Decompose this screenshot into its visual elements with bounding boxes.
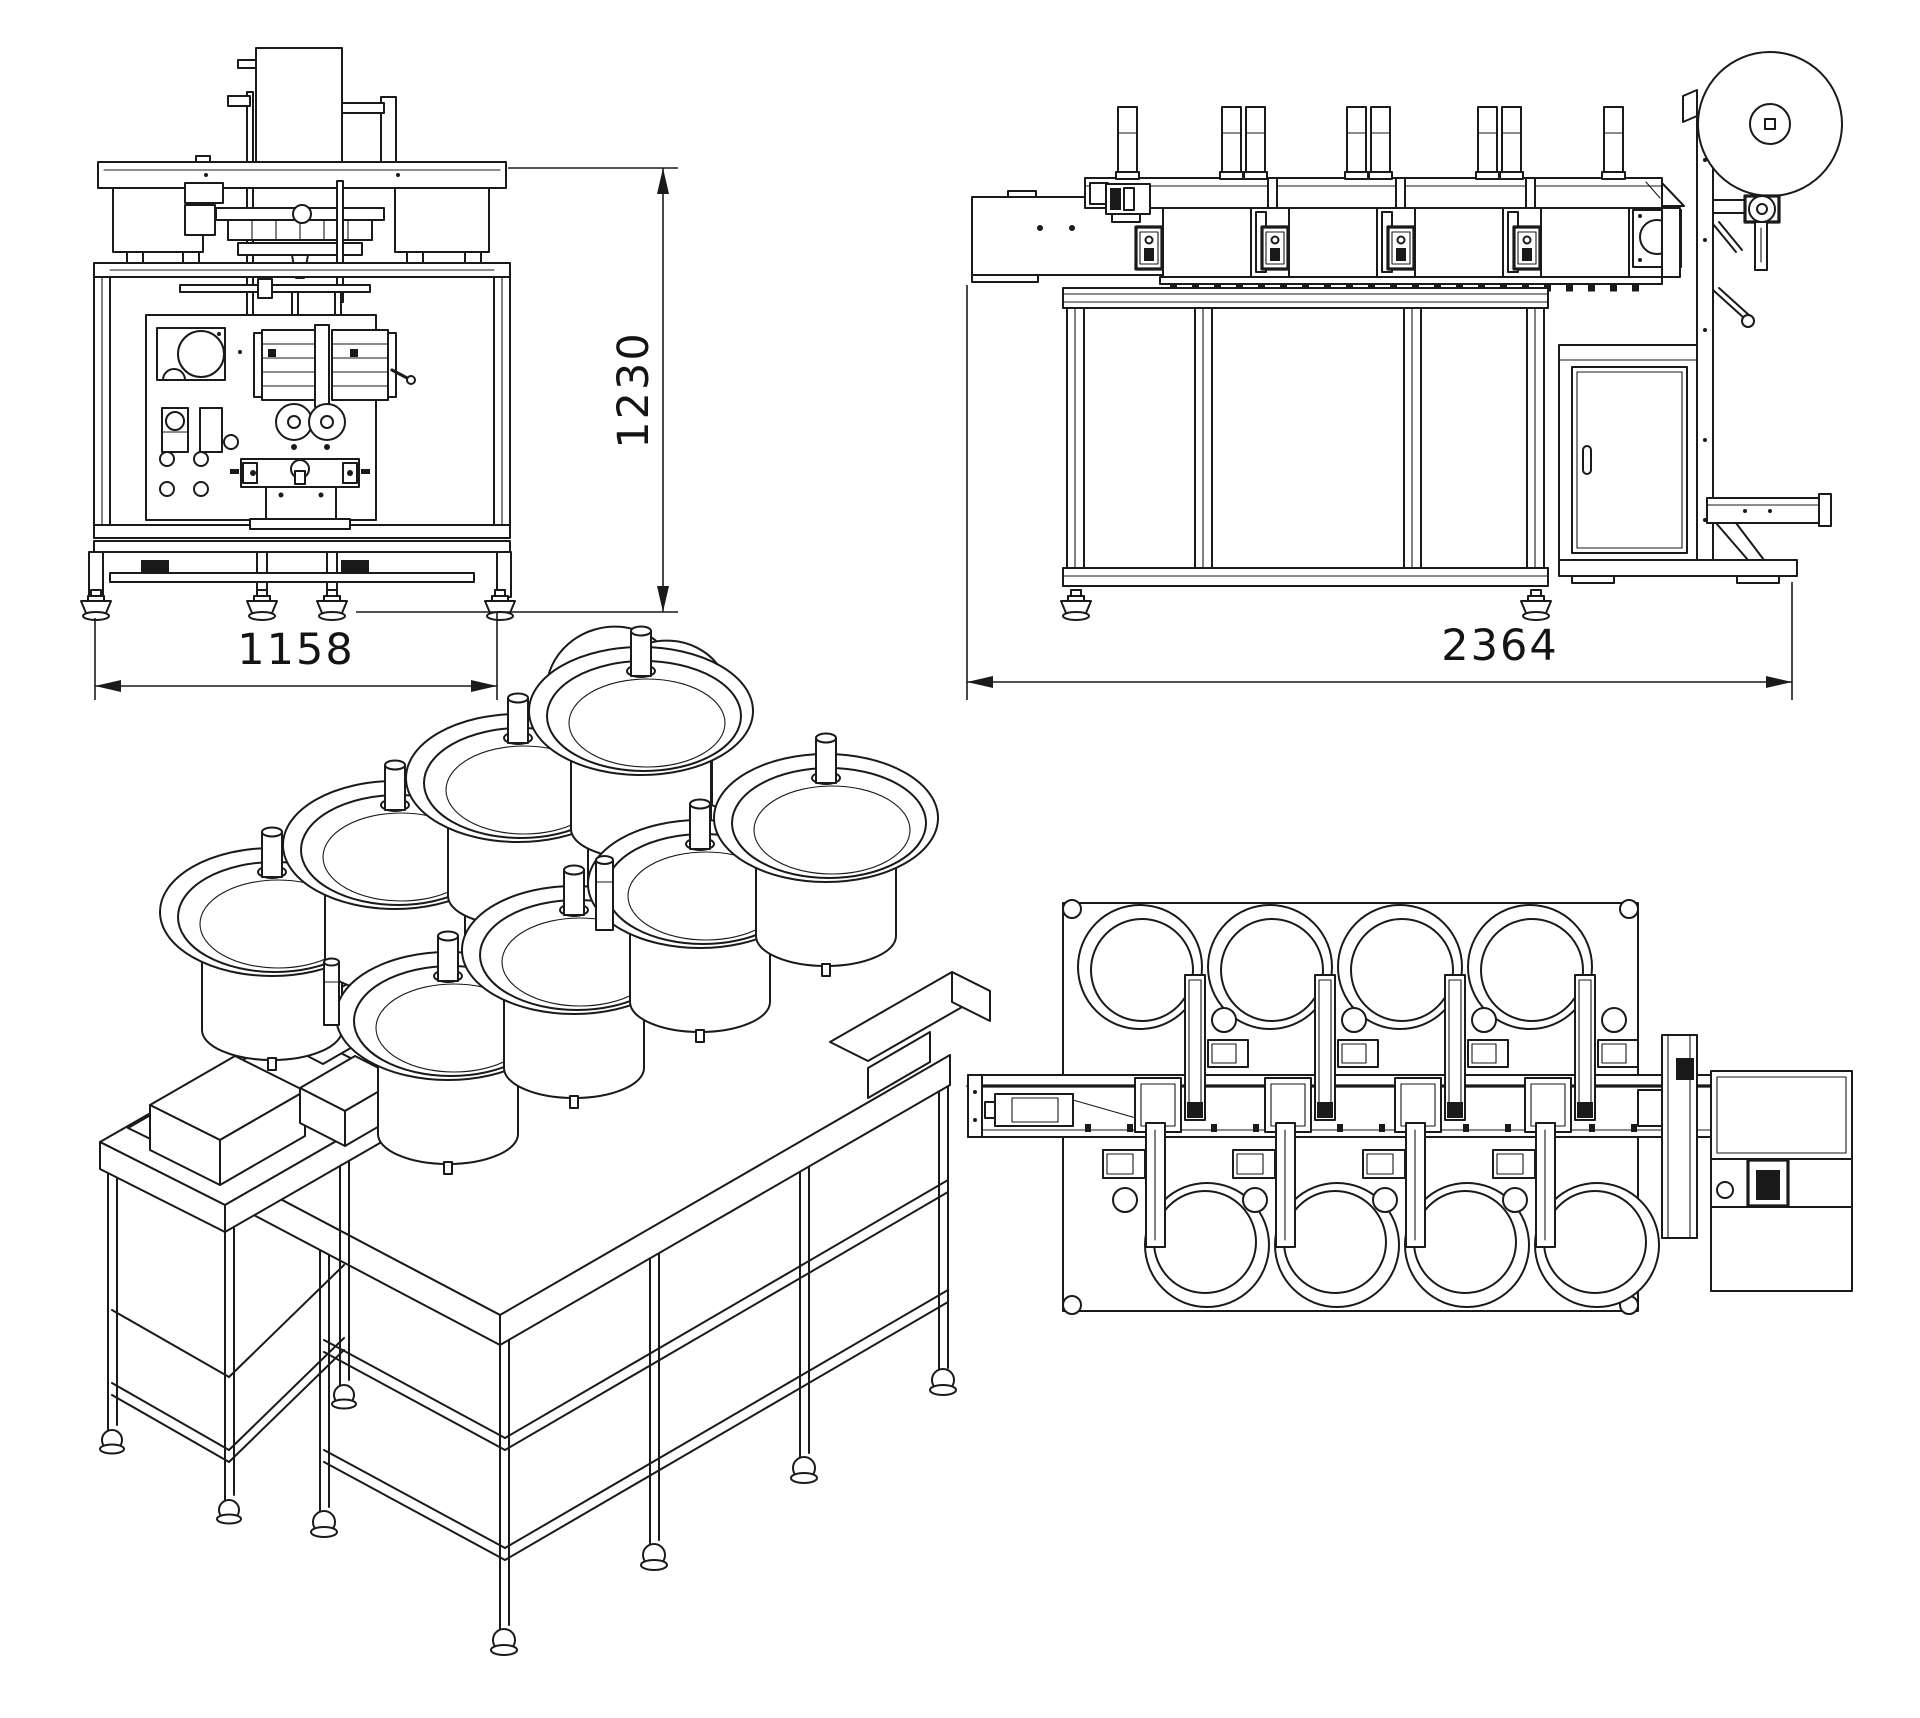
exit-bracket-iso xyxy=(829,971,991,1099)
isometric-view xyxy=(99,625,991,1656)
machine-bed xyxy=(1084,177,1663,292)
lower-feed-tracks xyxy=(1102,1077,1572,1248)
side-length-dimension-label: 2364 xyxy=(1441,621,1558,671)
bagger-unit-plan xyxy=(1637,1034,1853,1292)
front-view: 1158 1230 xyxy=(80,47,678,700)
side-view: 2364 xyxy=(966,51,1843,700)
light-towers xyxy=(1115,106,1626,180)
cabinet-base xyxy=(1558,559,1798,584)
film-feed-station xyxy=(1632,181,1685,278)
infeed-conveyor xyxy=(971,190,1164,283)
discharge-bracket xyxy=(230,458,370,530)
upper-bowls-plan xyxy=(1077,904,1593,1030)
plan-view xyxy=(966,899,1853,1315)
electrical-cabinet xyxy=(1558,344,1705,561)
door-handle xyxy=(1582,445,1592,475)
dimension-height: 1230 xyxy=(356,167,678,613)
film-unwind-stand xyxy=(1682,51,1843,561)
dimension-length: 2364 xyxy=(966,285,1793,700)
leveling-feet xyxy=(80,589,516,621)
upper-feed-tracks xyxy=(1184,974,1639,1121)
lower-bowls-plan xyxy=(1144,1182,1660,1308)
front-height-dimension-label: 1230 xyxy=(609,331,659,448)
guard-frame xyxy=(88,262,512,598)
sealing-jaws xyxy=(253,324,416,450)
center-conveyor-band xyxy=(966,1074,1720,1138)
front-width-dimension-label: 1158 xyxy=(237,625,354,675)
outfeed-chute xyxy=(1706,493,1832,561)
dimension-width: 1158 xyxy=(94,612,498,700)
main-table-frame xyxy=(310,1084,957,1656)
former-head xyxy=(227,47,397,303)
signal-tower-iso xyxy=(323,855,614,1026)
hopper-deck xyxy=(97,155,507,264)
table-frame xyxy=(1060,287,1552,621)
